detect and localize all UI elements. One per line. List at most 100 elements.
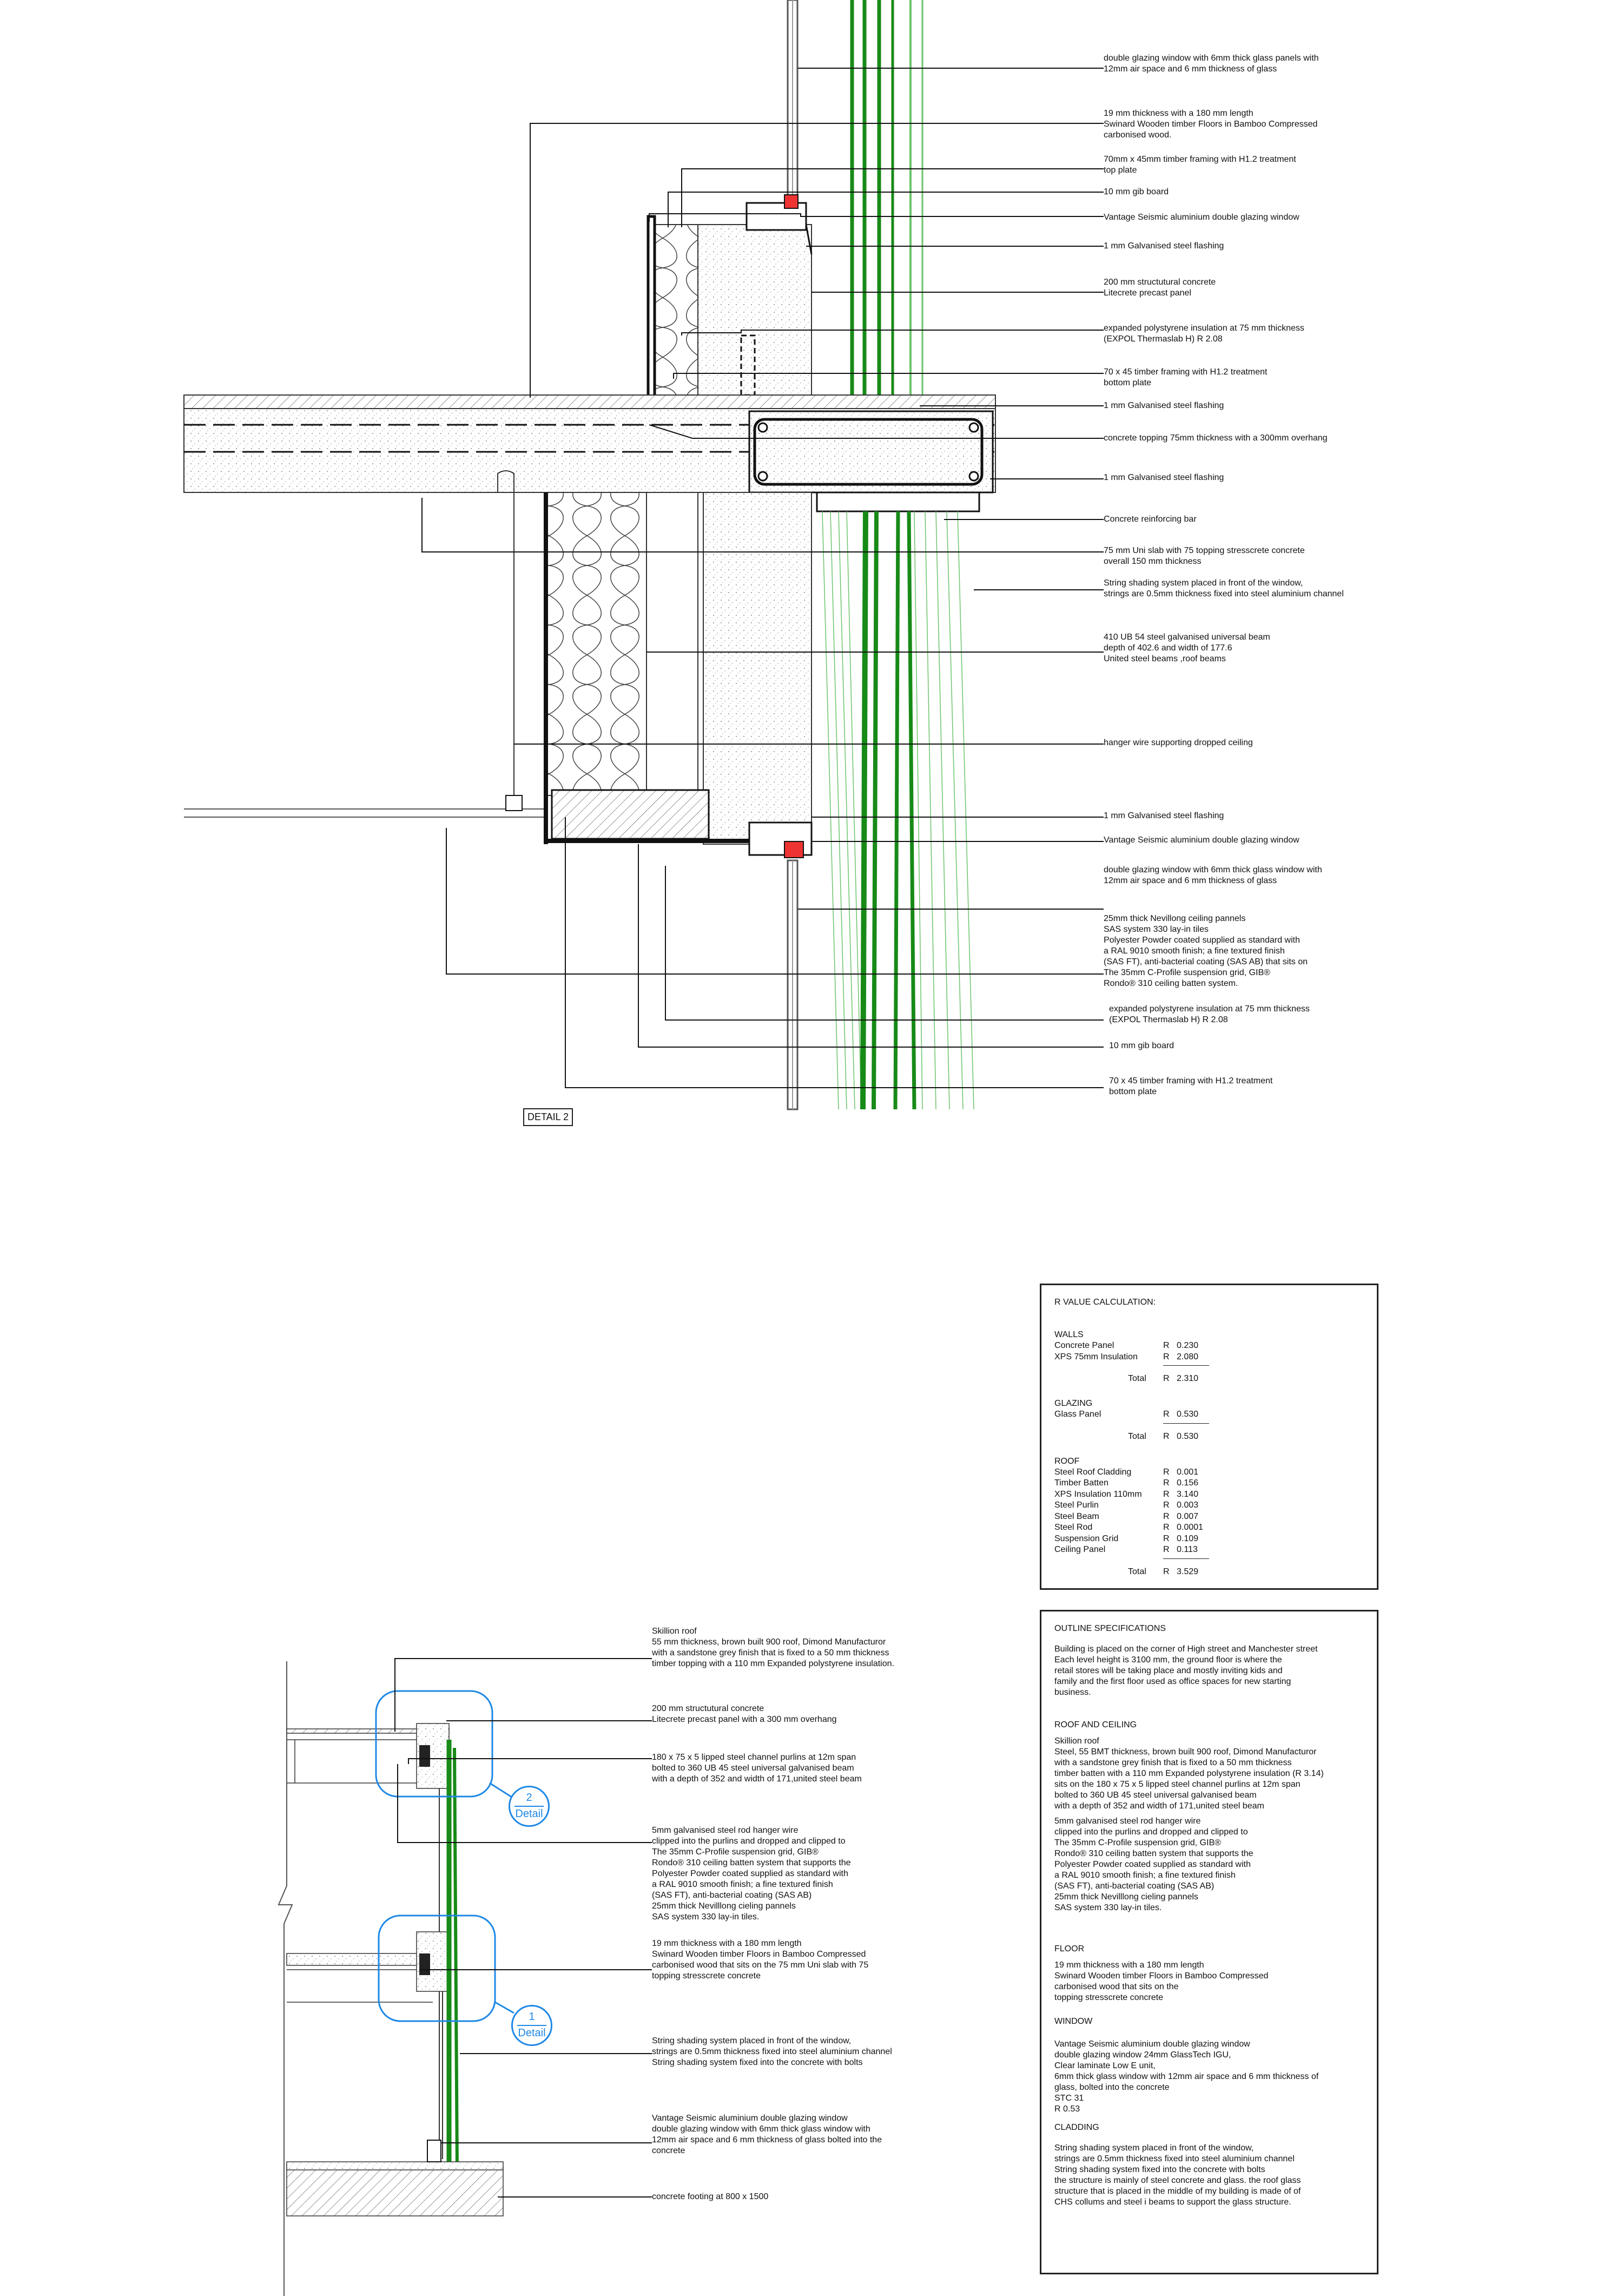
detail-2-callout-text: Detail [515, 1808, 543, 1820]
section-annotation-vantage-window: Vantage Seismic aluminium double glazing… [652, 2114, 882, 2155]
r-value-panel: R VALUE CALCULATION: WALLS Concrete Panel… [1040, 1284, 1378, 1590]
r-value-total-rule [1163, 1558, 1209, 1559]
r-value-row-label: XPS Insulation 110mm [1054, 1489, 1142, 1499]
r-value-row-r: R [1163, 1341, 1170, 1350]
r-value-total-label: Total [1128, 1374, 1146, 1383]
r-value-total-value: 2.310 [1177, 1374, 1199, 1383]
annotation-eps-insulation: expanded polystyrene insulation at 75 mm… [1104, 324, 1304, 344]
section-annotation-hanger-wire: 5mm galvanised steel rod hanger wire cli… [652, 1826, 851, 1922]
annotation-flashing-2: 1 mm Galvanised steel flashing [1104, 401, 1224, 410]
outline-window-heading: WINDOW [1054, 2017, 1093, 2026]
r-value-row-r: R [1163, 1352, 1170, 1361]
annotation-eps-insulation-2: expanded polystyrene insulation at 75 mm… [1109, 1004, 1310, 1024]
r-value-row-label: Concrete Panel [1054, 1341, 1114, 1350]
r-value-row-value: 0.003 [1177, 1501, 1199, 1510]
r-value-total-value: 0.530 [1177, 1431, 1199, 1441]
r-value-row-value: 0.230 [1177, 1341, 1199, 1350]
r-value-row-value: 0.530 [1177, 1410, 1199, 1419]
detail-1-callout-text: Detail [518, 2027, 546, 2039]
detail-1-callout-number: 1 [529, 2011, 535, 2023]
detail-1-callout-bubble[interactable]: 1 Detail [511, 2005, 552, 2046]
r-value-row-value: 2.080 [1177, 1352, 1199, 1361]
r-value-heading-glazing: GLAZING [1054, 1399, 1093, 1408]
section-annotation-footing: concrete footing at 800 x 1500 [652, 2192, 769, 2201]
annotation-ceiling-panels: 25mm thick Nevillong ceiling pannels SAS… [1104, 914, 1308, 988]
outline-specifications-panel: OUTLINE SPECIFICATIONS Building is place… [1040, 1610, 1378, 2274]
r-value-row-r: R [1163, 1545, 1170, 1554]
detail-2-tag: DETAIL 2 [523, 1108, 573, 1126]
r-value-row-r: R [1163, 1489, 1170, 1499]
annotation-steel-beam: 410 UB 54 steel galvanised universal bea… [1104, 633, 1270, 663]
r-value-row-label: Steel Beam [1054, 1511, 1099, 1521]
outline-window-text: Vantage Seismic aluminium double glazing… [1054, 2040, 1319, 2114]
r-value-row-label: XPS 75mm Insulation [1054, 1352, 1138, 1361]
section-annotation-skillion-roof: Skillion roof 55 mm thickness, brown bui… [652, 1627, 894, 1668]
annotation-gib-board: 10 mm gib board [1104, 187, 1169, 196]
r-value-total-value: 3.529 [1177, 1567, 1199, 1576]
section-annotation-concrete-panel: 200 mm structutural concrete Litecrete p… [652, 1704, 837, 1724]
r-value-row-label: Steel Rod [1054, 1523, 1093, 1532]
r-value-heading-roof: ROOF [1054, 1456, 1080, 1466]
r-value-row-r: R [1163, 1523, 1170, 1532]
annotation-hanger-wire: hanger wire supporting dropped ceiling [1104, 738, 1253, 747]
outline-roof-heading: ROOF AND CEILING [1054, 1720, 1137, 1729]
r-value-row-r: R [1163, 1511, 1170, 1521]
r-value-heading-walls: WALLS [1054, 1330, 1084, 1339]
annotation-top-plate: 70mm x 45mm timber framing with H1.2 tre… [1104, 155, 1296, 175]
section-annotation-string-shading: String shading system placed in front of… [652, 2036, 892, 2067]
outline-cladding-heading: CLADDING [1054, 2123, 1099, 2132]
annotation-flashing-3: 1 mm Galvanised steel flashing [1104, 473, 1224, 482]
r-value-row-label: Steel Purlin [1054, 1501, 1099, 1510]
r-value-row-value: 0.109 [1177, 1534, 1199, 1543]
annotation-glazing-top: double glazing window with 6mm thick gla… [1104, 54, 1319, 74]
annotation-gib-board-2: 10 mm gib board [1109, 1041, 1175, 1050]
r-value-row-r: R [1163, 1478, 1170, 1488]
r-value-total-label: Total [1128, 1431, 1146, 1441]
annotation-glazing-bottom: double glazing window with 6mm thick gla… [1104, 865, 1322, 885]
r-value-total-r: R [1163, 1431, 1170, 1441]
r-value-row-r: R [1163, 1534, 1170, 1543]
outline-cladding-text: String shading system placed in front of… [1054, 2143, 1301, 2207]
r-value-total-rule [1163, 1423, 1209, 1424]
detail-2-drawing [183, 0, 1104, 1110]
annotation-vantage-window-2: Vantage Seismic aluminium double glazing… [1104, 835, 1299, 845]
annotation-vantage-window: Vantage Seismic aluminium double glazing… [1104, 213, 1299, 222]
outline-intro: Building is placed on the corner of High… [1054, 1644, 1318, 1697]
detail-2-callout-bubble[interactable]: 2 Detail [509, 1786, 550, 1827]
r-value-row-label: Ceiling Panel [1054, 1545, 1106, 1554]
r-value-row-value: 0.001 [1177, 1467, 1199, 1477]
section-annotation-purlins: 180 x 75 x 5 lipped steel channel purlin… [652, 1753, 862, 1784]
outline-roof-text-2: 5mm galvanised steel rod hanger wire cli… [1054, 1817, 1253, 1912]
annotation-string-shading: String shading system placed in front of… [1104, 578, 1344, 598]
annotation-bottom-plate-2: 70 x 45 timber framing with H1.2 treatme… [1109, 1076, 1273, 1096]
r-value-row-label: Timber Batten [1054, 1478, 1109, 1488]
r-value-row-value: 0.156 [1177, 1478, 1199, 1488]
r-value-row-label: Steel Roof Cladding [1054, 1467, 1132, 1477]
annotation-uni-slab: 75 mm Uni slab with 75 topping stresscre… [1104, 546, 1305, 566]
outline-floor-text: 19 mm thickness with a 180 mm length Swi… [1054, 1961, 1269, 2002]
annotation-bottom-plate: 70 x 45 timber framing with H1.2 treatme… [1104, 367, 1268, 387]
annotation-concrete-topping: concrete topping 75mm thickness with a 3… [1104, 433, 1328, 443]
annotation-reinforcing-bar: Concrete reinforcing bar [1104, 515, 1197, 524]
annotation-concrete-panel: 200 mm structutural concrete Litecrete p… [1104, 278, 1216, 298]
wall-section-drawing [278, 1658, 652, 2296]
r-value-row-label: Glass Panel [1054, 1410, 1101, 1419]
annotation-timber-floor: 19 mm thickness with a 180 mm length Swi… [1104, 109, 1318, 140]
r-value-total-r: R [1163, 1374, 1170, 1383]
detail-2-callout-number: 2 [526, 1792, 532, 1804]
annotation-flashing-1: 1 mm Galvanised steel flashing [1104, 241, 1224, 251]
annotation-flashing-4: 1 mm Galvanised steel flashing [1104, 811, 1224, 820]
r-value-row-label: Suspension Grid [1054, 1534, 1119, 1543]
r-value-row-value: 3.140 [1177, 1489, 1199, 1499]
r-value-row-r: R [1163, 1467, 1170, 1477]
outline-roof-text: Skillion roof Steel, 55 BMT thickness, b… [1054, 1736, 1324, 1811]
outline-title: OUTLINE SPECIFICATIONS [1054, 1624, 1166, 1633]
r-value-title: R VALUE CALCULATION: [1054, 1298, 1156, 1307]
r-value-row-value: 0.0001 [1177, 1523, 1203, 1532]
outline-floor-heading: FLOOR [1054, 1944, 1085, 1953]
r-value-row-value: 0.007 [1177, 1511, 1199, 1521]
r-value-total-label: Total [1128, 1567, 1146, 1576]
r-value-total-r: R [1163, 1567, 1170, 1576]
r-value-total-rule [1163, 1365, 1209, 1366]
